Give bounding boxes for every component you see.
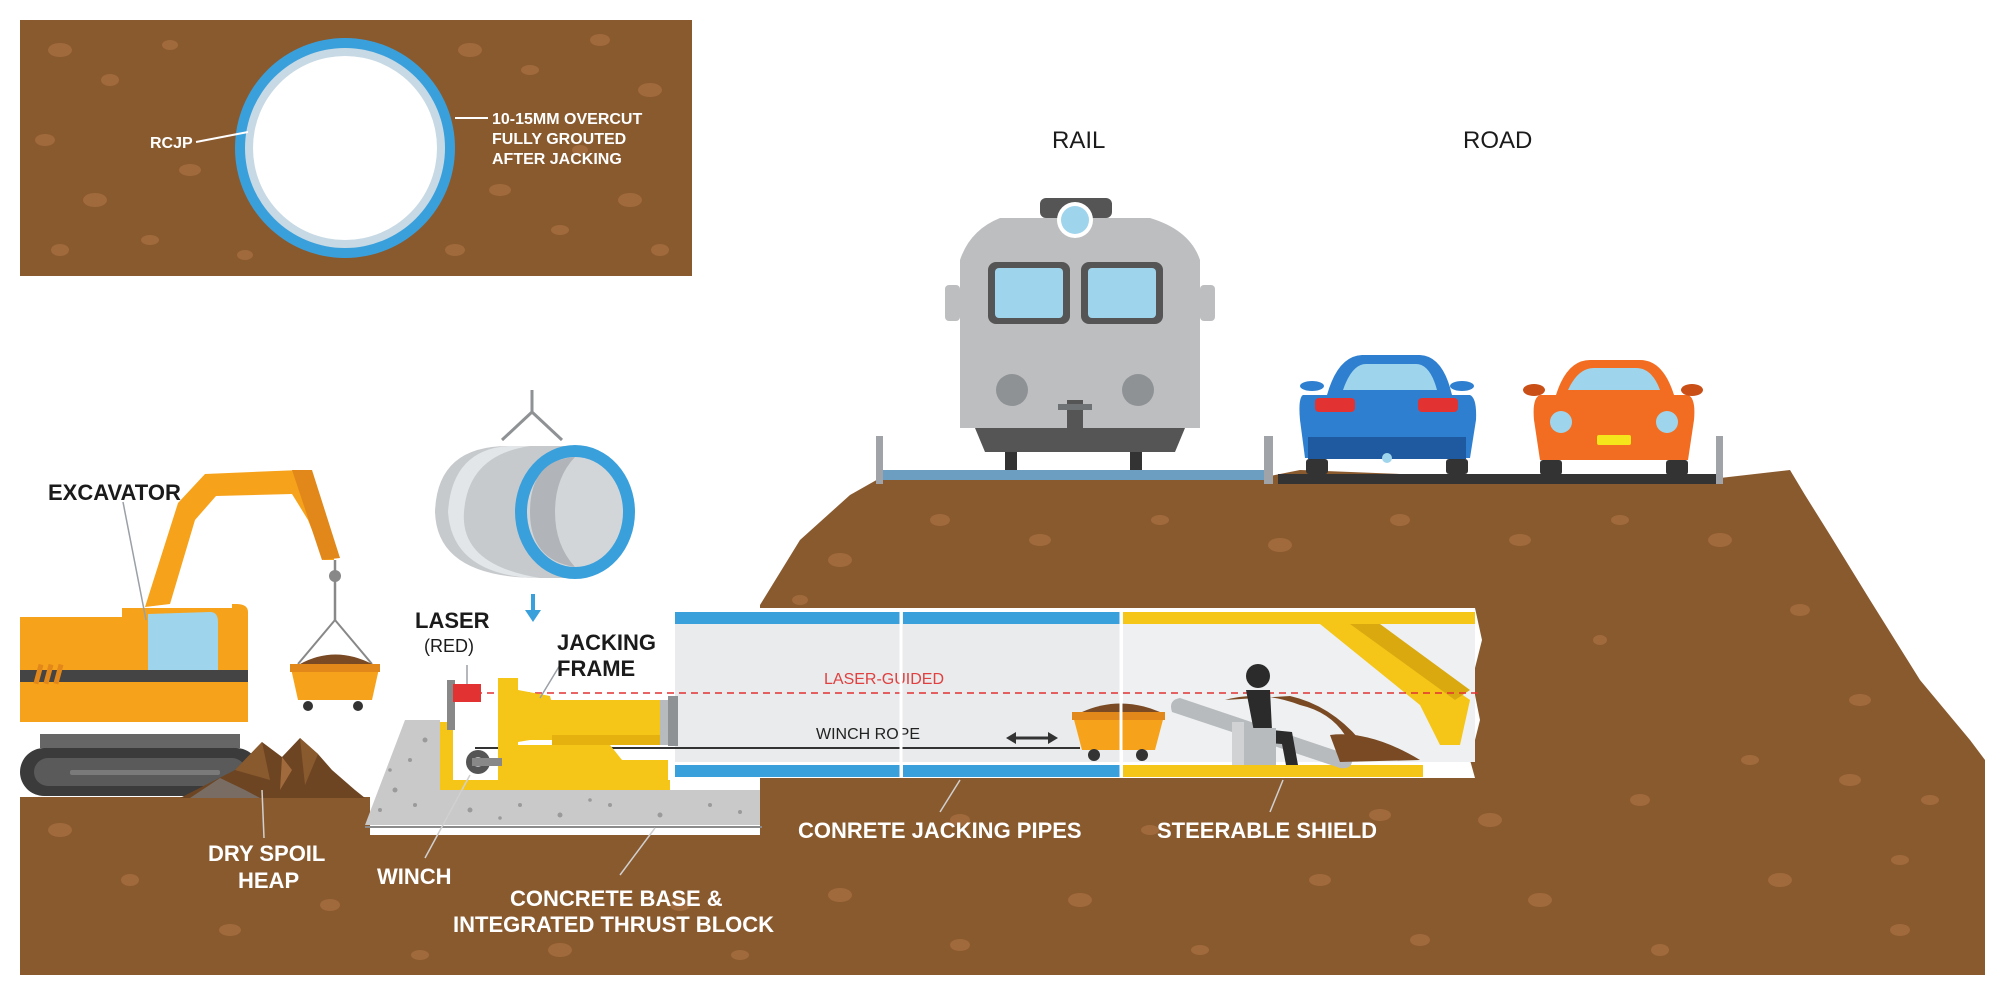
rcjp-label: RCJP: [150, 135, 193, 152]
concrete-jacking-pipes: [675, 612, 1120, 777]
overcut-label-3: AFTER JACKING: [492, 151, 622, 168]
steerable-shield-label: STEERABLE SHIELD: [1157, 818, 1377, 843]
overcut-label-1: 10-15MM OVERCUT: [492, 111, 642, 128]
excavator-label: EXCAVATOR: [48, 480, 181, 505]
arrow-down-icon: [525, 594, 541, 622]
overcut-label-2: FULLY GROUTED: [492, 131, 626, 148]
laser-sub-label: (RED): [424, 636, 474, 656]
road-label: ROAD: [1463, 127, 1532, 154]
pipe-segment-icon: [435, 390, 635, 579]
inset-pebbles: [35, 34, 669, 260]
concrete-base: [365, 720, 760, 825]
concrete-base-label-2: INTEGRATED THRUST BLOCK: [453, 912, 774, 937]
dry-spoil-label-1: DRY SPOIL: [208, 841, 325, 866]
laser-unit: [447, 680, 481, 730]
pipe-bottom-1: [675, 765, 900, 777]
double-arrow-icon: [1006, 732, 1058, 744]
train-icon: [945, 198, 1215, 470]
dry-spoil-label-2: HEAP: [238, 868, 299, 893]
excavator-icon: [20, 470, 380, 796]
rail-label: RAIL: [1052, 127, 1105, 154]
tunnel: LASER-GUIDED WINCH ROPE: [475, 608, 1482, 778]
rcjp-leader-line: [195, 131, 249, 143]
launch-pit: [365, 664, 762, 828]
steerable-shield: [1123, 612, 1475, 777]
winch-label: WINCH: [377, 864, 452, 889]
laser-label: LASER: [415, 608, 490, 633]
pipe-top-2: [903, 612, 1120, 624]
rcjp-bore: [253, 56, 437, 240]
jacking-frame-label-1: JACKING: [557, 630, 656, 655]
operator-icon: [1232, 664, 1298, 765]
pipe-top-1: [675, 612, 900, 624]
laser-guided-label: LASER-GUIDED: [824, 671, 944, 688]
spoil-cart-icon: [1072, 703, 1165, 761]
car-icon: [1523, 360, 1703, 475]
concrete-texture: [378, 737, 742, 820]
shield-cutter-arm: [1320, 624, 1470, 745]
jacking-frame: [440, 678, 678, 790]
road: [1266, 436, 1723, 484]
concrete-base-label-1: CONCRETE BASE &: [510, 886, 723, 911]
jacking-pipes-label: CONRETE JACKING PIPES: [798, 818, 1082, 843]
ground-pebbles: [48, 514, 1939, 960]
laser-red-icon: [453, 684, 481, 702]
car-icon: [1299, 355, 1477, 474]
inset-cross-section: RCJP 10-15MM OVERCUT FULLY GROUTED AFTER…: [20, 20, 692, 276]
winch-rope-label: WINCH ROPE: [816, 726, 920, 743]
pipe-bottom-2: [903, 765, 1120, 777]
winch: [466, 750, 502, 774]
dry-spoil-heap: [180, 738, 365, 798]
jacking-frame-label-2: FRAME: [557, 656, 635, 681]
